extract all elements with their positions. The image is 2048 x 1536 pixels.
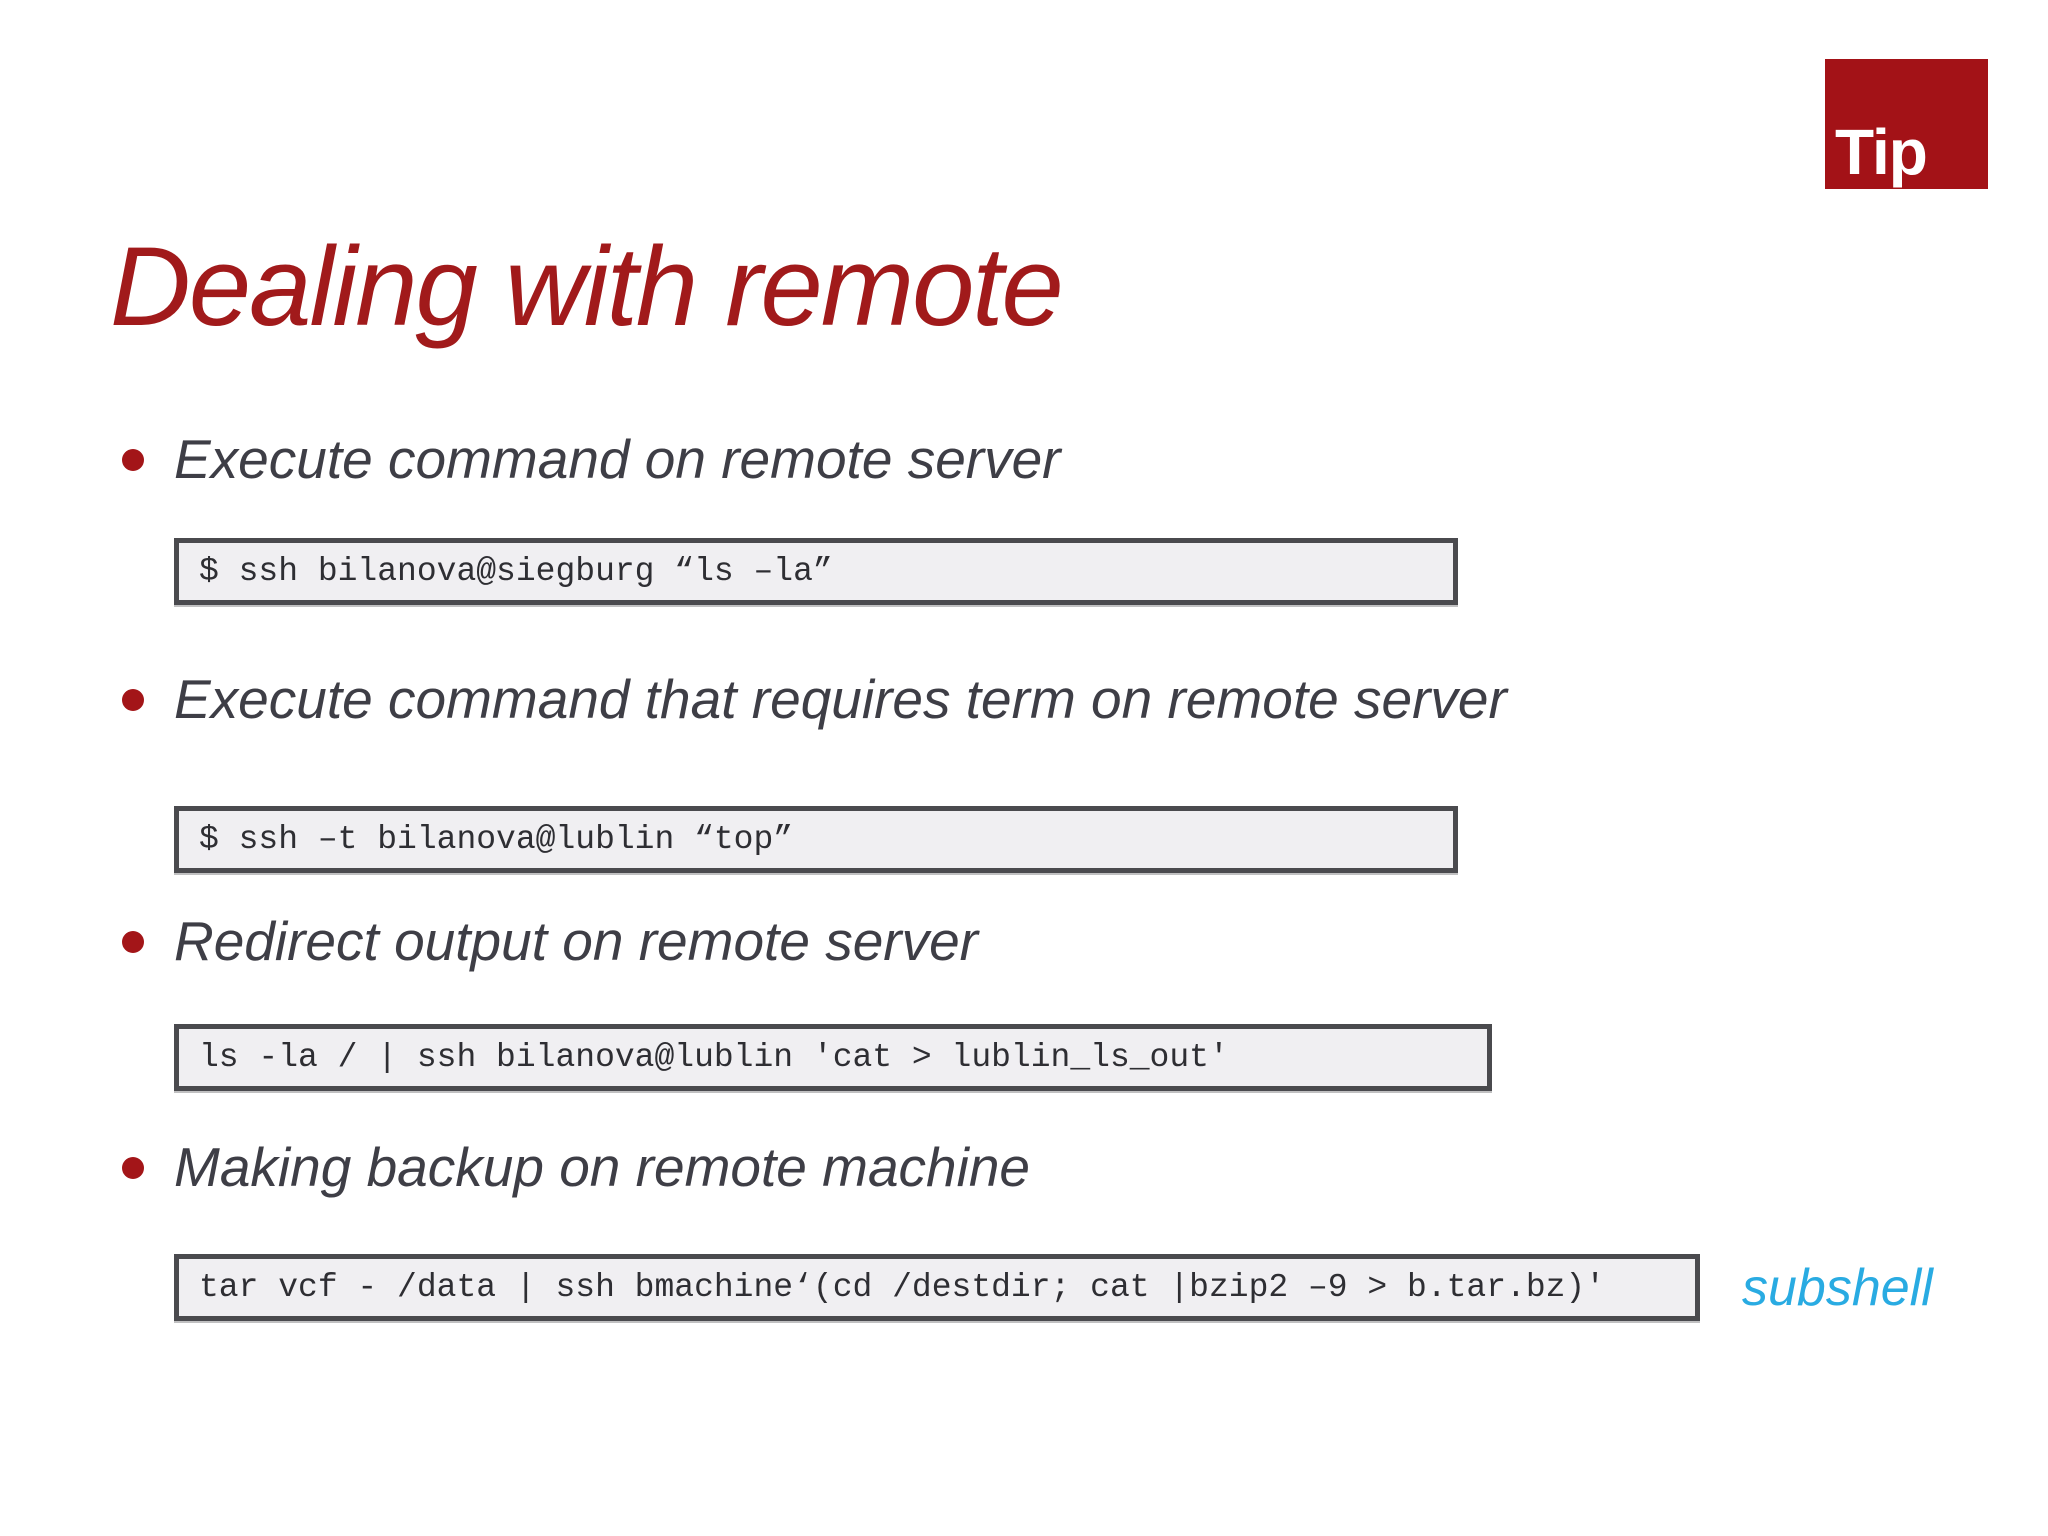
bullet-dot-icon (122, 931, 144, 953)
subshell-annotation: subshell (1742, 1259, 1933, 1317)
code-text: $ ssh –t bilanova@lublin “top” (199, 821, 794, 858)
code-box-ssh-terminal: $ ssh –t bilanova@lublin “top” (174, 806, 1458, 873)
bullet-label: Execute command on remote server (174, 428, 1061, 490)
tip-badge-label: Tip (1835, 116, 1928, 189)
bullet-item-requires-term: Execute command that requires term on re… (122, 668, 1507, 731)
code-box-ssh-remote-command: $ ssh bilanova@siegburg “ls –la” (174, 538, 1458, 605)
code-text: ls -la / | ssh bilanova@lublin 'cat > lu… (199, 1039, 1229, 1076)
bullet-dot-icon (122, 689, 144, 711)
bullet-label: Execute command that requires term on re… (174, 668, 1507, 730)
bullet-dot-icon (122, 1157, 144, 1179)
code-box-remote-backup: tar vcf - /data | ssh bmachine‘(cd /dest… (174, 1254, 1700, 1321)
code-box-redirect-output: ls -la / | ssh bilanova@lublin 'cat > lu… (174, 1024, 1492, 1091)
slide-title: Dealing with remote (110, 224, 1064, 349)
bullet-item-redirect-output: Redirect output on remote server (122, 910, 978, 973)
code-text: tar vcf - /data | ssh bmachine‘(cd /dest… (199, 1269, 1606, 1306)
bullet-label: Making backup on remote machine (174, 1136, 1031, 1198)
bullet-label: Redirect output on remote server (174, 910, 978, 972)
bullet-dot-icon (122, 449, 144, 471)
tip-badge: Tip (1825, 59, 1988, 189)
bullet-item-execute-command: Execute command on remote server (122, 428, 1061, 491)
code-text: $ ssh bilanova@siegburg “ls –la” (199, 553, 833, 590)
bullet-item-remote-backup: Making backup on remote machine (122, 1136, 1030, 1199)
